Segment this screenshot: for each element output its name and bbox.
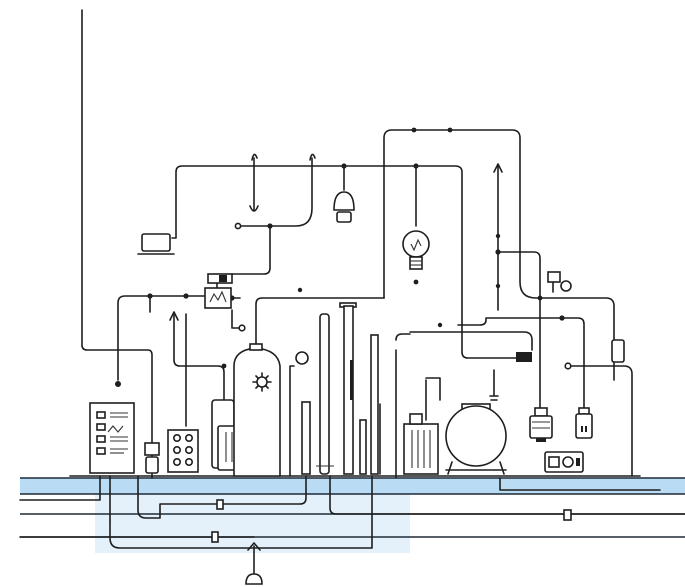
monitor-icon [89, 381, 135, 474]
boiler-tank-icon [233, 343, 281, 477]
ground-terminal-icon [245, 573, 263, 585]
switch-box-icon [204, 273, 233, 309]
wires [19, 9, 685, 575]
pendant-lamp-icon [333, 191, 355, 223]
pressure-vessel-icon [445, 369, 507, 475]
button-panel-icon [167, 429, 199, 473]
bus-band-lower [95, 488, 410, 553]
remote-device-icon [547, 271, 572, 293]
light-bulb-icon [402, 230, 430, 270]
arrow-up-icon [169, 311, 179, 321]
laptop-icon [137, 233, 175, 255]
bus-terminals [211, 499, 572, 543]
control-panel-icon [403, 413, 439, 475]
pipe-columns-icon [301, 302, 381, 475]
socket-icon [238, 324, 625, 370]
arrow-up-icon [493, 163, 503, 173]
gear-icon [252, 372, 272, 392]
power-outlet-icon [529, 407, 553, 442]
pressure-gauge-icon [295, 351, 309, 365]
meter-panel-icon [544, 451, 584, 473]
plug-icon [144, 442, 160, 474]
bus-band-main [20, 478, 685, 494]
hook-icon [234, 153, 316, 230]
plug-icon [575, 407, 593, 439]
